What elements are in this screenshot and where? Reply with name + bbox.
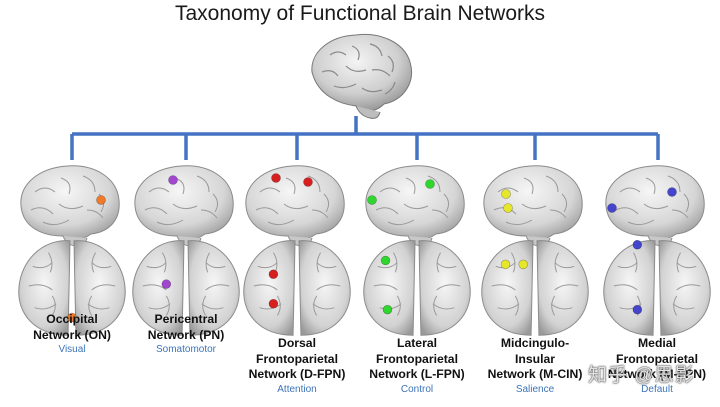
network-name-line: Network (M-CIN) [487,367,583,381]
network-subtitle: Salience [515,383,555,395]
top-view-brain [603,240,711,336]
axial-brain-view [481,240,589,336]
side-view-brain [605,165,705,247]
network-node [303,177,313,187]
network-name-line: Insular [515,351,555,366]
network-subtitle: Attention [277,383,317,395]
axial-brain-view [363,240,471,336]
side-view-brain [245,165,345,247]
network-node [518,259,528,270]
network-name-line: Occipital [46,312,98,326]
network-name-line: Lateral [397,336,437,350]
top-view-brain [18,240,126,336]
network-node [67,312,77,323]
side-view-brain [134,165,234,247]
network-node [503,203,513,213]
top-view-brain [363,240,471,336]
network-name-line: Network (ON) [33,327,111,342]
network-name-line: Network (M-FPN) [607,367,707,381]
network-node [268,269,279,279]
side-view-brain [483,165,583,247]
axial-brain-view [243,240,351,336]
network-name-line: Medial [638,336,676,350]
network-subtitle: Control [400,383,434,395]
network-node [501,189,511,199]
axial-brain-view [603,240,711,336]
top-view-brain [243,240,351,336]
root-brain-icon [311,33,412,119]
network-node [271,173,281,183]
network-node [380,255,391,266]
network-subtitle: Default [641,383,673,395]
watermark: 知乎 @思影 [588,365,695,386]
network-node [425,179,435,189]
network-subtitle: Somatomotor [155,344,217,355]
network-node [667,187,677,197]
connector-lines [70,116,660,160]
diagram-title: Taxonomy of Functional Brain Networks [175,2,545,25]
network-name-line: Pericentral [154,312,218,326]
network-node [382,304,393,315]
axial-brain-view [18,240,126,336]
network-node [96,195,106,205]
network-name-line: Network (PN) [147,327,225,342]
network-node [367,195,377,205]
network-name-line: Midcingulo- [500,336,570,350]
network-node [607,203,617,213]
network-node [161,279,172,289]
top-view-brain [481,240,589,336]
side-view-brain [365,165,465,247]
network-name-line: Frontoparietal [376,351,458,366]
top-view-brain [132,240,240,336]
network-subtitle: Visual [58,344,86,355]
axial-brain-view [132,240,240,336]
network-node [632,304,643,315]
side-view-brain [20,165,120,247]
network-node [500,259,511,270]
network-node [632,240,643,250]
network-name-line: Network (L-FPN) [369,367,465,381]
network-name-line: Frontoparietal [256,351,338,366]
network-name-line: Dorsal [278,336,316,350]
network-node [268,299,279,309]
network-node [168,175,178,185]
network-name-line: Network (D-FPN) [248,367,346,381]
network-name-line: Frontoparietal [616,351,698,366]
